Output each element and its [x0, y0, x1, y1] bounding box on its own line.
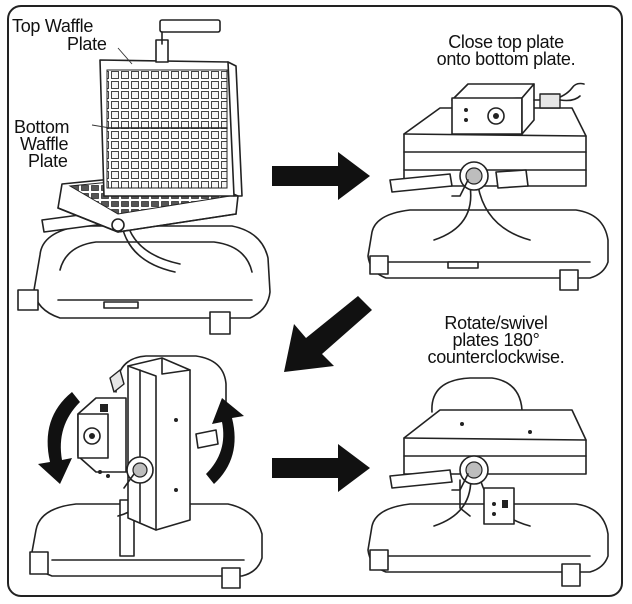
right-arrow-icon — [272, 152, 370, 200]
top-plate-label-line1: Top Waffle — [12, 16, 94, 36]
open-waffle-maker — [17, 19, 271, 335]
bottom-plate-label-line1: Bottom — [14, 117, 70, 137]
top-plate-label-line2: Plate — [67, 34, 107, 54]
right-arrow-icon — [272, 444, 370, 492]
rotate-ccw-arrow-icon — [38, 392, 244, 484]
diagonal-down-left-arrow-icon — [284, 296, 372, 372]
step3-label-line3: counterclockwise. — [427, 347, 565, 367]
step2-label-line2: onto bottom plate. — [436, 49, 576, 69]
step3-label-line1: Rotate/swivel — [444, 313, 548, 333]
bottom-plate-label-line2: Waffle — [20, 134, 69, 154]
closed-waffle-maker — [367, 82, 609, 291]
step2-label-line1: Close top plate — [448, 32, 564, 52]
bottom-plate-label-line3: Plate — [28, 151, 68, 171]
step3-label-line2: plates 180° — [452, 330, 540, 350]
rotated-waffle-maker — [367, 377, 609, 587]
rotating-waffle-maker — [29, 355, 263, 589]
